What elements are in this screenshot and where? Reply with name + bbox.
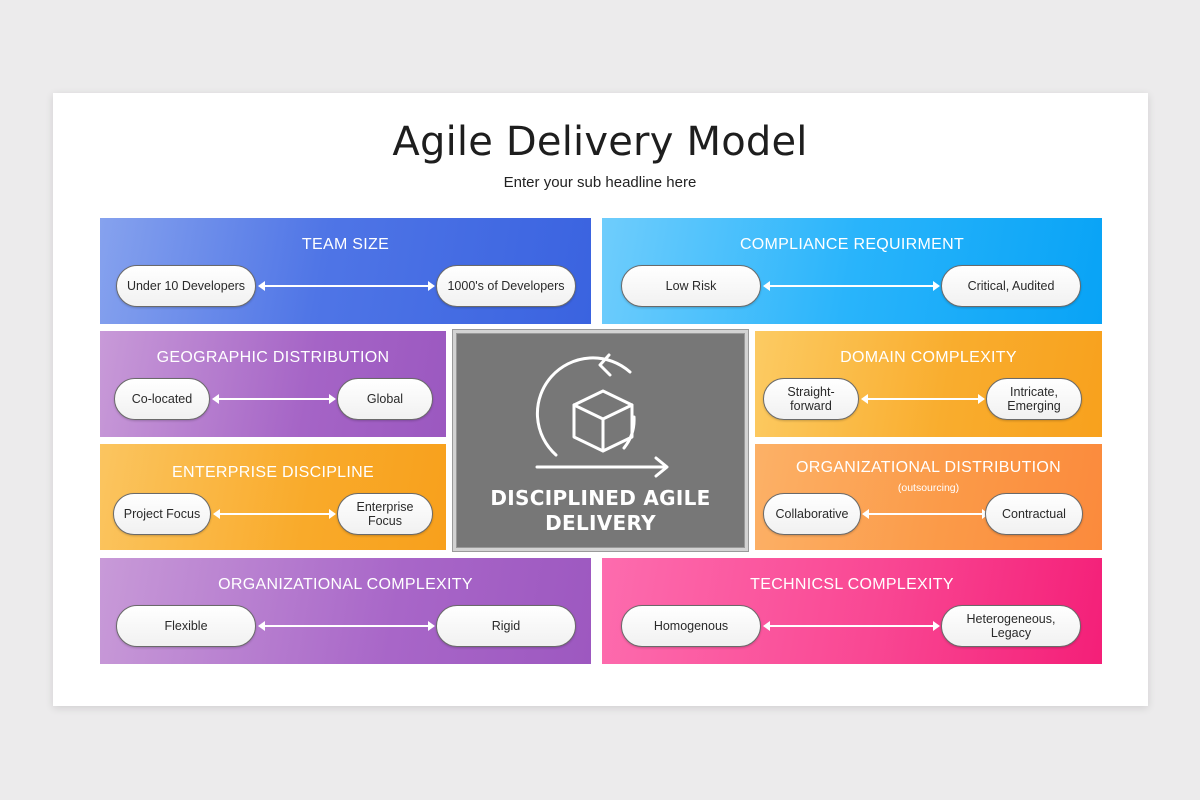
page-subtitle: Enter your sub headline here <box>503 174 697 191</box>
range-right-pill: Global <box>337 378 433 420</box>
pill-line: Heterogeneous, Legacy <box>966 612 1056 640</box>
range-right-pill: Rigid <box>436 605 576 647</box>
panel-title: TECHNICSL COMPLEXITY <box>750 576 954 593</box>
center-label-line1: DISCIPLINED AGILE <box>490 486 711 510</box>
panel-team-size: TEAM SIZE Under 10 Developers 1000's of … <box>100 218 591 324</box>
range-right-pill: Critical, Audited <box>941 265 1081 307</box>
range-right-pill: Contractual <box>985 493 1083 535</box>
page-title: Agile Delivery Model <box>392 119 808 165</box>
panel-title: ORGANIZATIONAL COMPLEXITY <box>218 576 473 593</box>
center-label-line2: DELIVERY <box>545 511 656 535</box>
range-left-pill: Under 10 Developers <box>116 265 256 307</box>
cube-cycle-icon <box>535 353 669 478</box>
range-arrow <box>258 621 435 631</box>
panel-title: ORGANIZATIONAL DISTRIBUTION <box>795 459 1061 476</box>
range-arrow <box>258 281 435 291</box>
range-right-pill: Intricate, Emerging <box>986 378 1082 420</box>
pill-line: Enterprise Focus <box>356 500 414 528</box>
range-left-pill: Project Focus <box>113 493 211 535</box>
center-label: DISCIPLINED AGILE DELIVERY <box>456 486 745 536</box>
range-arrow <box>861 394 985 404</box>
panel-organizational-complexity: ORGANIZATIONAL COMPLEXITY Flexible Rigid <box>100 558 591 664</box>
range-arrow <box>763 281 940 291</box>
range-arrow <box>862 509 989 519</box>
panel-title: ENTERPRISE DISCIPLINE <box>172 464 374 481</box>
range-left-pill: Co-located <box>114 378 210 420</box>
range-left-pill: Straight- forward <box>763 378 859 420</box>
panel-title: DOMAIN COMPLEXITY <box>840 349 1017 366</box>
panel-compliance-requirment: COMPLIANCE REQUIRMENT Low Risk Critical,… <box>602 218 1102 324</box>
panel-geographic-distribution: GEOGRAPHIC DISTRIBUTION Co-located Globa… <box>100 331 446 437</box>
pill-line: Intricate, Emerging <box>1007 385 1061 413</box>
range-right-pill: Enterprise Focus <box>337 493 433 535</box>
panel-title: COMPLIANCE REQUIRMENT <box>739 236 965 253</box>
range-left-pill: Flexible <box>116 605 256 647</box>
range-left-pill: Low Risk <box>621 265 761 307</box>
panel-organizational-distribution: ORGANIZATIONAL DISTRIBUTION (outsourcing… <box>755 444 1102 550</box>
center-disciplined-agile-delivery: DISCIPLINED AGILE DELIVERY <box>453 330 748 551</box>
panel-enterprise-discipline: ENTERPRISE DISCIPLINE Project Focus Ente… <box>100 444 446 550</box>
panel-title: TEAM SIZE <box>301 236 390 253</box>
range-arrow <box>212 394 336 404</box>
panel-title: GEOGRAPHIC DISTRIBUTION <box>156 349 390 366</box>
range-right-pill: Heterogeneous, Legacy <box>941 605 1081 647</box>
range-right-pill: 1000's of Developers <box>436 265 576 307</box>
range-left-pill: Homogenous <box>621 605 761 647</box>
range-arrow <box>763 621 940 631</box>
panel-domain-complexity: DOMAIN COMPLEXITY Straight- forward Intr… <box>755 331 1102 437</box>
range-arrow <box>213 509 336 519</box>
panel-technicsl-complexity: TECHNICSL COMPLEXITY Homogenous Heteroge… <box>602 558 1102 664</box>
pill-line: Straight- forward <box>787 385 835 413</box>
panel-subtitle: (outsourcing) <box>897 482 960 494</box>
range-left-pill: Collaborative <box>763 493 861 535</box>
